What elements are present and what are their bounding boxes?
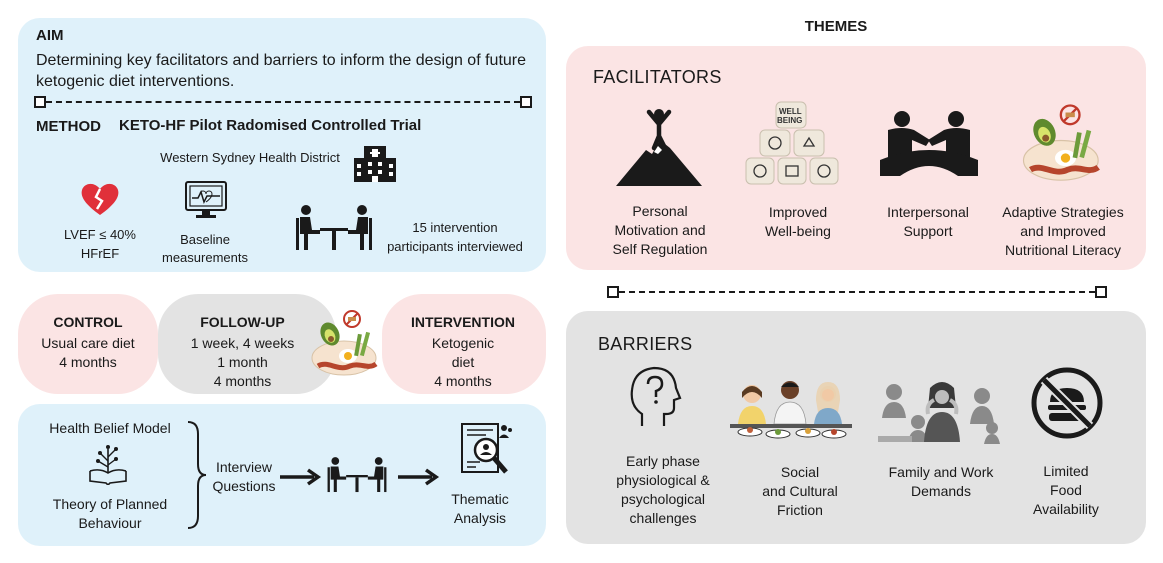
aim-text-line2: ketogenic diet interventions.: [36, 73, 235, 90]
barrier-2-line3: Friction: [777, 502, 823, 518]
facilitator-2-line2: Well-being: [765, 223, 831, 239]
interview-questions-label-1: Interview: [215, 459, 273, 475]
connector-end: [520, 96, 532, 108]
keto-plate-icon: [1022, 104, 1100, 181]
barrier-2-line1: Social: [780, 464, 820, 480]
theory-label-2: Behaviour: [78, 515, 142, 531]
wellbeing-word-1: WELL: [779, 107, 802, 116]
arrow-right-icon-2: [398, 468, 440, 486]
intervention-line3: 4 months: [434, 373, 492, 389]
thematic-analysis-label-1: Thematic: [451, 491, 509, 507]
facilitator-3-line2: Support: [903, 223, 953, 239]
arrow-right-icon: [280, 468, 322, 486]
lvef-label: LVEF ≤ 40%: [64, 227, 136, 242]
aim-method-panel: [18, 18, 546, 272]
intervention-title: INTERVENTION: [411, 314, 515, 330]
trial-name: KETO-HF Pilot Radomised Controlled Trial: [119, 117, 422, 134]
facilitator-4-line3: Nutritional Literacy: [1005, 242, 1121, 258]
wellbeing-blocks-icon: [745, 101, 839, 185]
hfref-label: HFrEF: [80, 246, 120, 261]
hospital-icon: [354, 146, 396, 182]
themes-title: THEMES: [804, 18, 868, 35]
themes-connector-start: [607, 286, 619, 298]
thematic-analysis-label-2: Analysis: [453, 510, 507, 526]
followup-pill: [158, 294, 336, 394]
facilitator-1-line1: Personal: [632, 203, 688, 219]
intervention-line1: Ketogenic: [431, 335, 495, 351]
facilitator-1-line3: Self Regulation: [612, 241, 708, 257]
dashed-divider: [46, 101, 520, 103]
wellbeing-word-2: BEING: [777, 116, 803, 125]
followup-line3: 4 months: [213, 373, 272, 389]
aim-text-line1: Determining key facilitators and barrier…: [36, 52, 527, 69]
aim-heading: AIM: [36, 27, 64, 44]
barriers-panel: [566, 311, 1146, 544]
barriers-heading: BARRIERS: [598, 334, 693, 354]
brace-icon: [187, 421, 207, 529]
theory-label-1: Theory of Planned: [52, 496, 168, 512]
interpersonal-support-icon: [880, 111, 978, 176]
analysis-document-icon: [461, 423, 512, 474]
facilitator-3-line1: Interpersonal: [887, 204, 969, 220]
followup-line2: 1 month: [217, 354, 268, 370]
barrier-1-line3: psychological: [620, 491, 706, 507]
keto-food-icon: [311, 310, 378, 376]
barrier-1-line4: challenges: [629, 510, 697, 526]
broken-heart-icon: [81, 183, 119, 215]
barrier-4-line2: Food: [1050, 482, 1082, 498]
facilitators-heading: FACILITATORS: [593, 67, 722, 87]
process-panel: [18, 404, 546, 546]
barrier-4-line3: Availability: [1033, 501, 1099, 517]
health-belief-model-label: Health Belief Model: [49, 420, 171, 436]
barrier-1-line2: physiological &: [616, 472, 710, 488]
intervention-pill: [382, 294, 546, 394]
control-title: CONTROL: [53, 314, 123, 330]
facilitator-2-line1: Improved: [768, 204, 828, 220]
intervention-line2: diet: [451, 354, 475, 370]
method-heading: METHOD: [36, 118, 101, 135]
interview-table-small-icon: [327, 457, 387, 493]
control-pill: [18, 294, 158, 394]
facilitator-4-line1: Adaptive Strategies: [1002, 204, 1124, 220]
stressed-family-icon: [878, 382, 1000, 444]
participants-label-1: 15 intervention: [412, 220, 498, 235]
barrier-3-line1: Family and Work: [888, 464, 994, 480]
baseline-label-2: measurements: [162, 250, 248, 265]
themes-connector-end: [1095, 286, 1107, 298]
barrier-1-line1: Early phase: [626, 453, 700, 469]
people-dining-icon: [730, 381, 852, 439]
interview-table-icon: [296, 205, 372, 250]
site-label: Western Sydney Health District: [160, 150, 340, 165]
connector-start: [34, 96, 46, 108]
facilitator-4-line2: and Improved: [1020, 223, 1106, 239]
control-line2: 4 months: [59, 354, 117, 370]
followup-title: FOLLOW-UP: [200, 314, 285, 330]
themes-dashed-divider: [619, 291, 1095, 293]
interview-questions-label-2: Questions: [212, 478, 276, 494]
head-question-icon: [630, 366, 682, 426]
barrier-2-line2: and Cultural: [762, 483, 838, 499]
followup-line1: 1 week, 4 weeks: [190, 335, 295, 351]
facilitator-1-line2: Motivation and: [614, 222, 706, 238]
participants-label-2: participants interviewed: [387, 239, 523, 254]
barrier-3-line2: Demands: [911, 483, 971, 499]
baseline-label-1: Baseline: [180, 232, 230, 247]
heart-monitor-icon: [185, 181, 227, 218]
mountain-summit-icon: [616, 109, 702, 186]
control-line1: Usual care diet: [41, 335, 135, 351]
barrier-4-line1: Limited: [1043, 463, 1089, 479]
no-food-icon: [1031, 367, 1103, 439]
book-growth-icon: [89, 445, 127, 485]
